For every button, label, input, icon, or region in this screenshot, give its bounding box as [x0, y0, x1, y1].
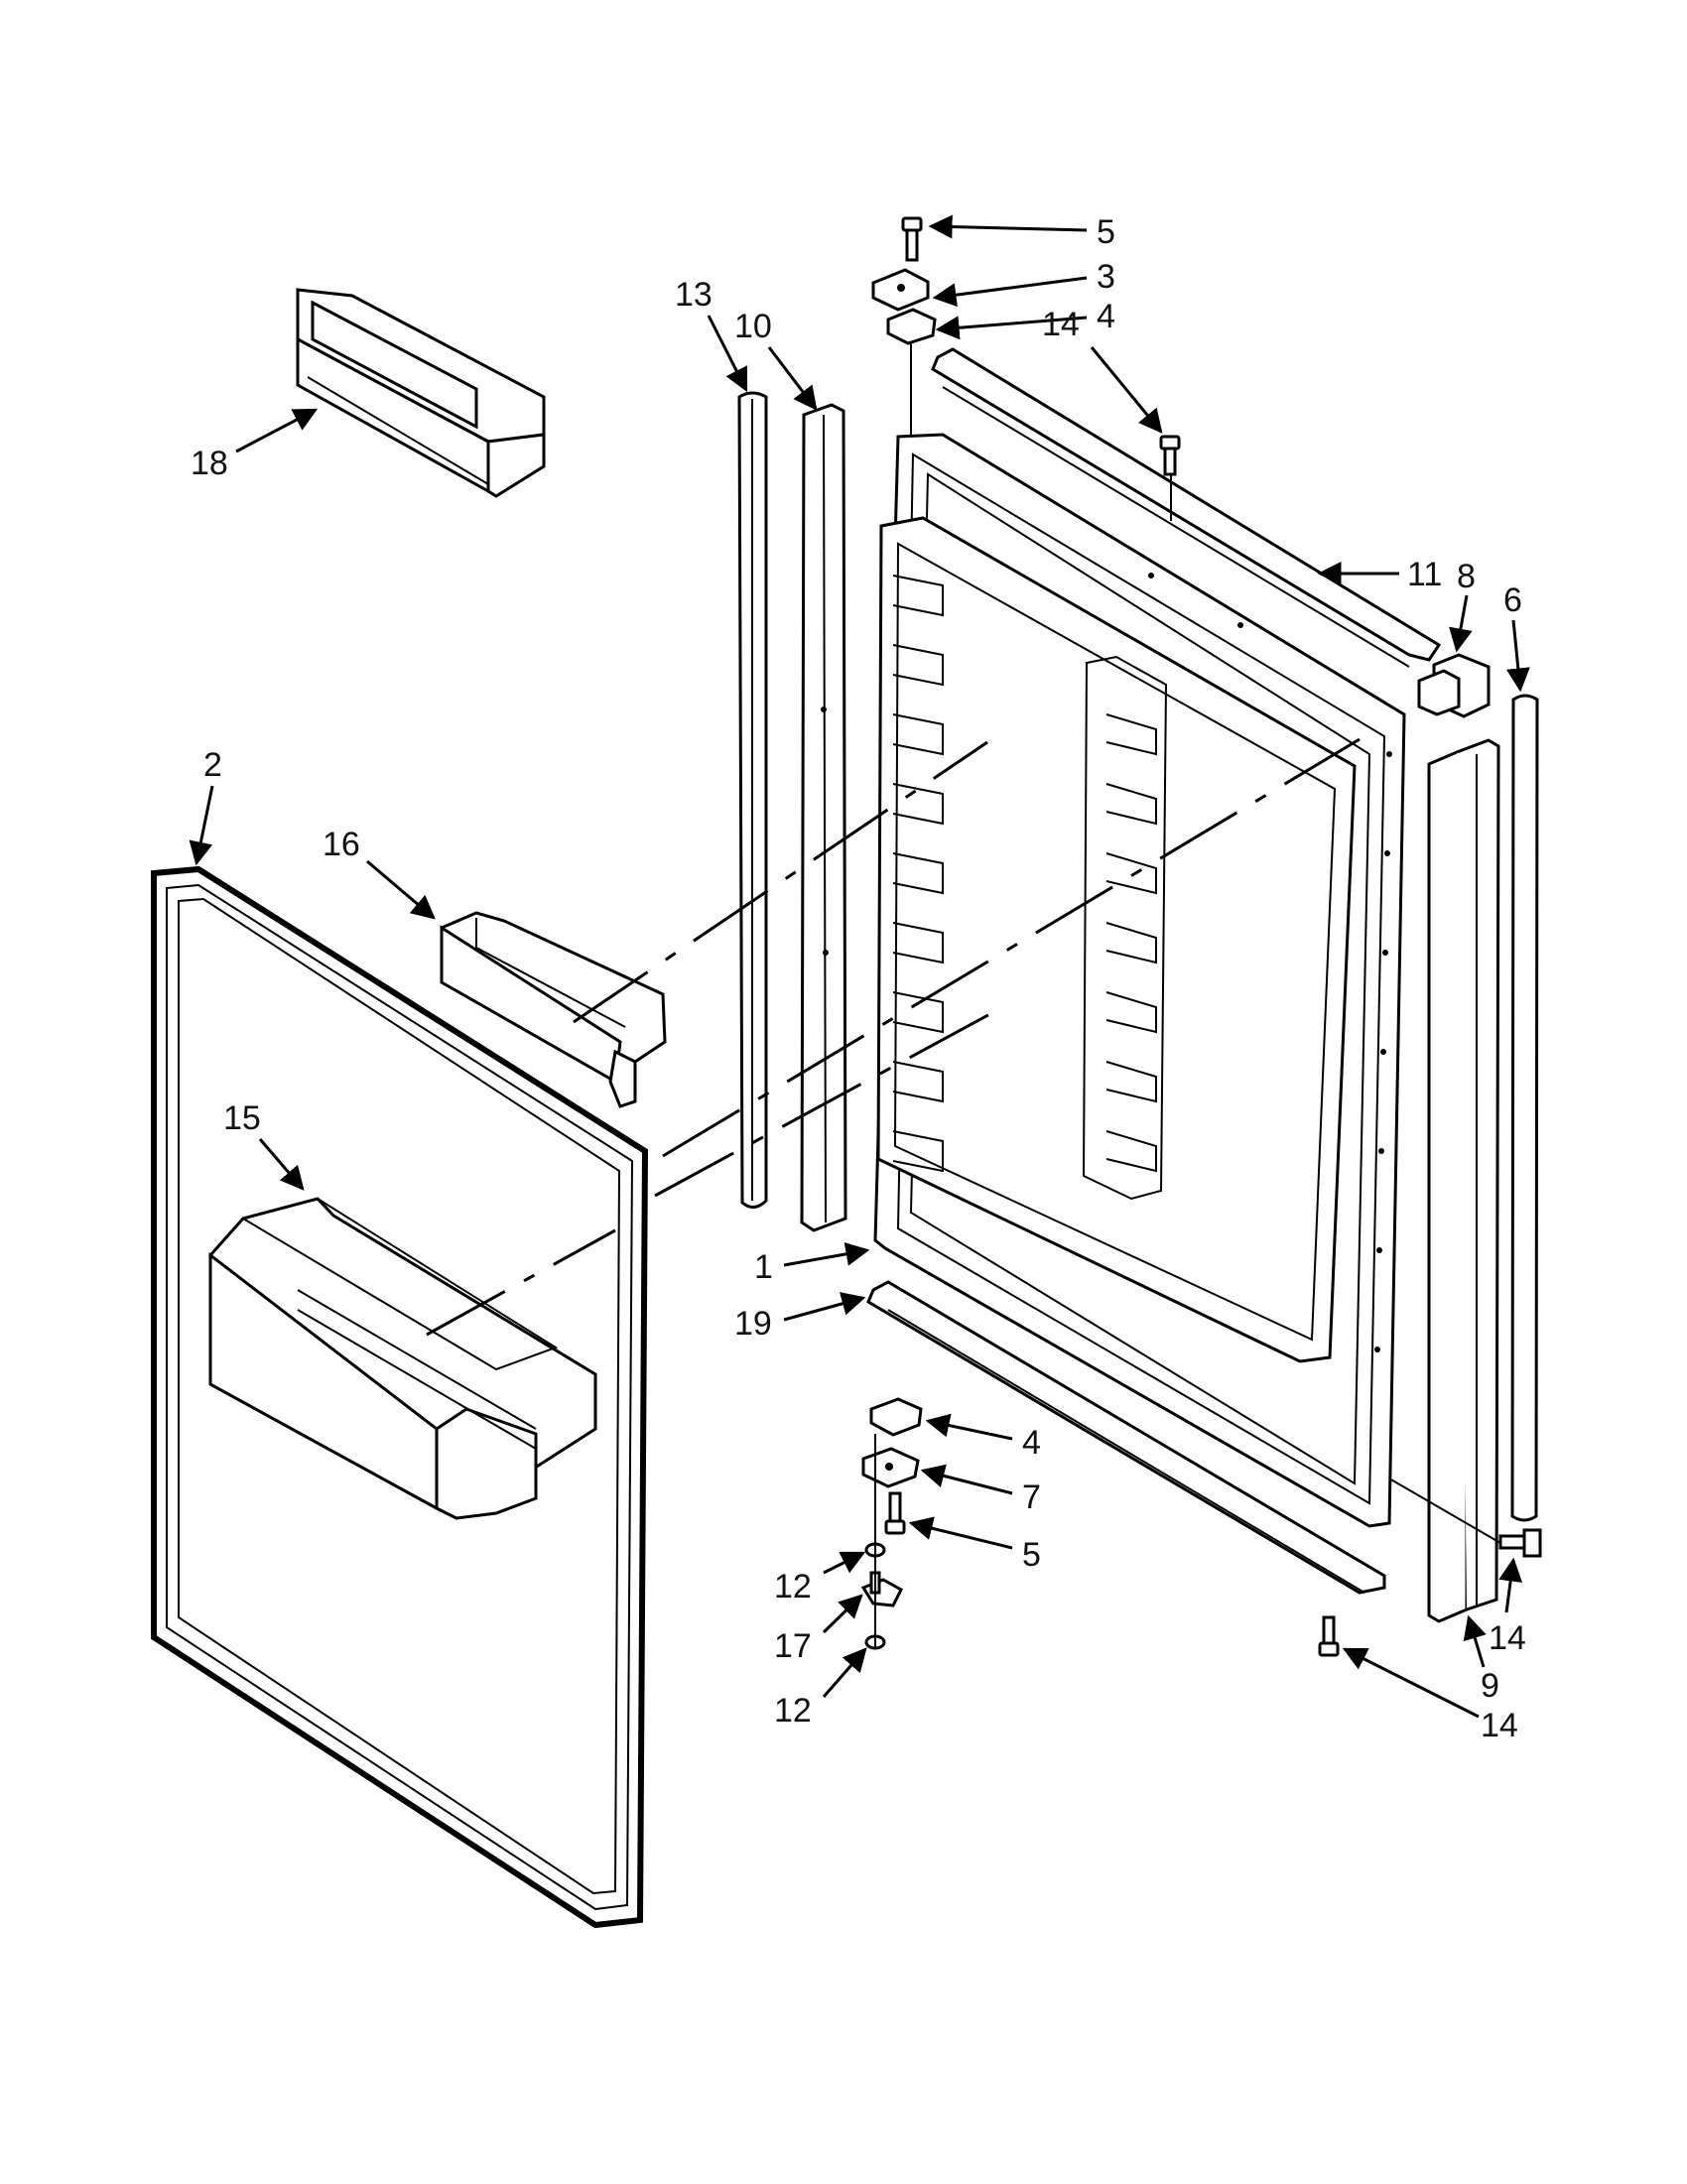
part-14-screw-side — [1498, 1528, 1542, 1558]
part-4-shim-bottom — [869, 1397, 923, 1437]
callout-14-top: 14 — [1042, 306, 1080, 343]
callout-18: 18 — [191, 445, 228, 482]
callout-4-bottom: 4 — [1022, 1424, 1041, 1462]
callout-1: 1 — [754, 1248, 773, 1286]
part-18-bin — [296, 288, 546, 498]
callout-8: 8 — [1457, 558, 1476, 595]
part-5-screw-bottom — [884, 1491, 906, 1535]
part-8-hinge-bracket — [1417, 653, 1491, 718]
assembly-lines — [426, 737, 1361, 1337]
part-7-hinge-plate-bottom — [861, 1447, 920, 1488]
part-6-gasket — [1510, 694, 1539, 1522]
callout-6: 6 — [1503, 581, 1522, 619]
part-1-door-liner — [873, 433, 1406, 1528]
callout-12-top: 12 — [774, 1568, 812, 1606]
callout-13: 13 — [675, 276, 713, 314]
callout-17: 17 — [774, 1627, 812, 1665]
callout-4-top: 4 — [1097, 298, 1115, 335]
callout-19: 19 — [734, 1305, 772, 1343]
part-16-door-shelf — [440, 911, 667, 1108]
part-14-screw-bottom — [1318, 1615, 1340, 1657]
callout-5-bottom: 5 — [1022, 1536, 1041, 1574]
part-17-hinge-pin — [860, 1571, 903, 1607]
callout-9: 9 — [1481, 1667, 1499, 1705]
part-1-shelf-supports-right — [1082, 655, 1168, 1201]
callout-14-side: 14 — [1489, 1619, 1526, 1657]
callout-15: 15 — [223, 1099, 261, 1137]
part-14-screw-top — [1159, 435, 1181, 476]
callout-11: 11 — [1407, 556, 1442, 593]
part-5-screw-top — [901, 216, 923, 262]
callout-10: 10 — [734, 308, 772, 345]
callout-labels: 5 3 4 14 13 10 18 11 8 6 2 16 15 1 19 4 … — [191, 213, 1526, 1744]
part-2-door-gasket — [151, 865, 649, 1929]
part-4-shim-top — [886, 308, 937, 345]
part-11-top-channel — [931, 347, 1442, 668]
part-1-shelf-supports-left — [892, 575, 944, 1173]
callout-3: 3 — [1097, 258, 1115, 296]
part-15-door-bin — [208, 1197, 597, 1520]
callout-16: 16 — [323, 826, 360, 863]
part-9-channel — [1427, 738, 1500, 1623]
callout-2: 2 — [203, 746, 222, 784]
part-13-strip — [737, 391, 768, 1209]
part-10-channel — [800, 403, 847, 1232]
leader-lines — [189, 214, 1530, 1719]
callout-7: 7 — [1022, 1478, 1041, 1516]
part-3-hinge-plate-top — [871, 268, 930, 312]
callout-14-bottom: 14 — [1481, 1707, 1518, 1744]
callout-5-top: 5 — [1097, 213, 1115, 251]
callout-12-bottom: 12 — [774, 1692, 812, 1730]
part-19-bottom-channel — [866, 1280, 1386, 1595]
